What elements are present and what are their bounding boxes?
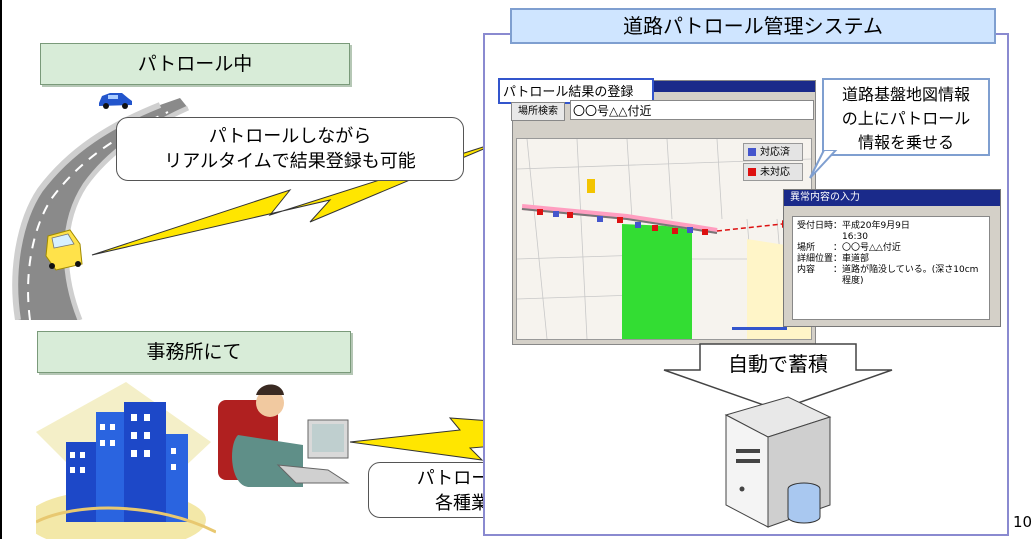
legend-pending-button[interactable]: 未対応 (743, 163, 803, 181)
slide-left-border (0, 0, 2, 539)
location-search-button[interactable]: 場所検索 (511, 102, 565, 121)
legend-done-button[interactable]: 対応済 (743, 143, 803, 161)
pending-swatch-icon (748, 168, 756, 176)
incident-row: 場所 ：〇〇号△△付近 (797, 243, 901, 253)
road-map[interactable]: 対応済 未対応 (516, 138, 812, 340)
blue-car-icon (99, 93, 132, 109)
yellow-car-icon (45, 229, 83, 271)
callout-line3: 情報を乗せる (857, 133, 954, 152)
incident-row: 詳細位置：車道部 (797, 254, 870, 264)
incident-row: 程度) (797, 276, 864, 286)
patrol-speech-bubble: パトロールしながら リアルタイムで結果登録も可能 (116, 117, 464, 181)
window-title: パトロール結果の登録 (498, 78, 654, 104)
legend-done-label: 対応済 (760, 147, 790, 158)
legend-pending-label: 未対応 (760, 167, 790, 178)
callout-line1: 道路基盤地図情報 (841, 85, 970, 104)
map-info-callout: 道路基盤地図情報 の上にパトロール 情報を乗せる (822, 78, 990, 156)
done-swatch-icon (748, 148, 756, 156)
incident-row: 内容 ：道路が陥没している。(深さ10cm (797, 265, 979, 275)
patrol-bubble-line1: パトロールしながら (208, 126, 372, 147)
incident-title: 異常内容の入力 (784, 190, 1000, 206)
window-titlebar (513, 81, 815, 92)
callout-pointer (809, 150, 838, 179)
incident-row: 16:30 (797, 232, 868, 242)
auto-accumulate-label: 自動で蓄積 (728, 352, 828, 376)
office-worker-icon (218, 384, 350, 487)
callout-line2: の上にパトロール (841, 109, 971, 128)
office-label: 事務所にて (37, 331, 351, 373)
office-building-icon (36, 382, 216, 539)
incident-row: 受付日時：平成20年9月9日 (797, 221, 910, 231)
system-title: 道路パトロール管理システム (510, 8, 996, 44)
incident-details: 受付日時：平成20年9月9日 16:30 場所 ：〇〇号△△付近 詳細位置：車道… (792, 216, 990, 320)
location-search-input[interactable]: 〇〇号△△付近 (570, 100, 814, 120)
incident-entry-panel: 異常内容の入力 受付日時：平成20年9月9日 16:30 場所 ：〇〇号△△付近… (783, 189, 1001, 327)
patrol-bubble-line2: リアルタイムで結果登録も可能 (164, 151, 416, 172)
patrol-label: パトロール中 (40, 43, 350, 85)
down-arrow-icon (663, 343, 893, 411)
database-server-icon (724, 396, 832, 528)
page-number: 10 (1013, 513, 1033, 531)
